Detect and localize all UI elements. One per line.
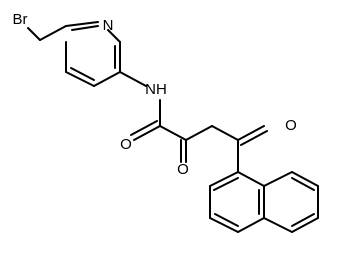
chain-bond — [211, 125, 239, 141]
bond — [65, 71, 95, 87]
bond — [237, 171, 265, 187]
aryl-keto-oxygen-label: O — [285, 117, 297, 134]
bond — [107, 29, 121, 43]
bond — [209, 171, 239, 187]
bond — [71, 25, 99, 31]
bond — [70, 67, 95, 81]
amide-oxygen-label: O — [120, 136, 132, 153]
bond — [237, 217, 265, 233]
bond — [263, 217, 293, 233]
bromopyridine-ring — [39, 21, 121, 87]
amide-carbonyl-bond — [130, 120, 158, 136]
aryl-keto-carbonyl-bond — [237, 125, 265, 141]
naphthalene-ring — [209, 171, 319, 233]
chain-bond — [185, 125, 213, 141]
bromine-label: Br — [13, 11, 28, 28]
bond — [291, 217, 319, 233]
keto-oxygen-label: O — [177, 161, 189, 178]
bond — [291, 213, 315, 227]
amide-carbonyl-bond — [133, 125, 161, 141]
bond — [291, 171, 319, 187]
bond — [65, 21, 99, 27]
bond — [214, 213, 239, 227]
c-nh-bond — [119, 71, 147, 87]
bond — [213, 177, 239, 191]
bond — [39, 25, 67, 41]
chain-bond — [159, 125, 187, 141]
amide-nh-label: NH — [145, 81, 167, 98]
c-br-bond — [27, 27, 41, 41]
aryl-keto-carbonyl-bond — [240, 130, 268, 146]
pyridine-nitrogen-label: N — [103, 17, 114, 34]
bond — [93, 71, 121, 87]
bond — [209, 217, 239, 233]
bond — [263, 171, 293, 187]
bond — [291, 177, 315, 191]
